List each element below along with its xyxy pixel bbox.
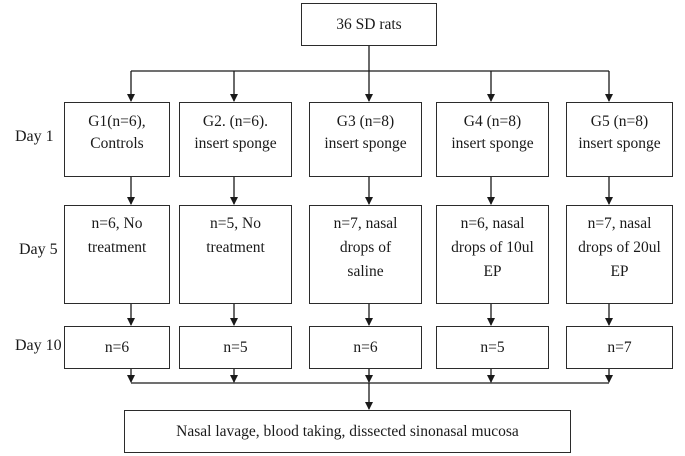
g4-day1-line2: insert sponge — [451, 134, 534, 152]
g5-day5-line2: drops of 20ul — [578, 239, 661, 257]
g3-day1-line1: G3 (n=8) — [336, 113, 395, 130]
g2-day1-line2: insert sponge — [194, 134, 277, 152]
g2-day10-box: n=5 — [179, 326, 292, 369]
final-box: Nasal lavage, blood taking, dissected si… — [124, 410, 571, 453]
g3-day1-line2: insert sponge — [324, 134, 407, 152]
g1-day10-box: n=6 — [64, 326, 170, 369]
g5-day5-line3: EP — [610, 263, 629, 281]
g2-day1-box: G2. (n=6). insert sponge — [179, 102, 292, 177]
g5-day5-box: n=7, nasal drops of 20ul EP — [566, 205, 673, 304]
g2-day10-label: n=5 — [223, 338, 248, 356]
g2-day5-box: n=5, No treatment — [179, 205, 292, 304]
g1-day5-box: n=6, No treatment — [64, 205, 170, 304]
day-label-5: Day 5 — [19, 241, 58, 258]
g4-day1-box: G4 (n=8) insert sponge — [436, 102, 549, 177]
g3-day10-label: n=6 — [353, 338, 378, 356]
final-label: Nasal lavage, blood taking, dissected si… — [176, 422, 519, 440]
g1-day1-line1: G1(n=6), — [88, 113, 146, 130]
g3-day5-line3: saline — [347, 263, 384, 281]
g5-day1-line1: G5 (n=8) — [590, 113, 649, 130]
g3-day5-box: n=7, nasal drops of saline — [309, 205, 422, 304]
g1-day10-label: n=6 — [104, 338, 130, 356]
g4-day5-box: n=6, nasal drops of 10ul EP — [436, 205, 549, 304]
g4-day5-line1: n=6, nasal — [460, 215, 525, 232]
g3-day5-line2: drops of — [339, 239, 392, 257]
root-label: 36 SD rats — [336, 15, 402, 33]
g5-day1-box: G5 (n=8) insert sponge — [566, 102, 673, 177]
g4-day5-line3: EP — [483, 263, 502, 281]
g2-day5-line2: treatment — [206, 239, 265, 257]
root-box: 36 SD rats — [301, 3, 437, 46]
g1-day1-box: G1(n=6), Controls — [64, 102, 170, 177]
g4-day10-label: n=5 — [480, 338, 505, 356]
g4-day5-line2: drops of 10ul — [451, 239, 534, 257]
g2-day1-line1: G2. (n=6). — [202, 113, 269, 130]
g1-day5-line1: n=6, No — [91, 215, 143, 232]
g4-day1-line1: G4 (n=8) — [463, 113, 522, 130]
g4-day10-box: n=5 — [436, 326, 549, 369]
day-label-1: Day 1 — [15, 128, 54, 145]
g2-day5-line1: n=5, No — [210, 215, 261, 232]
g3-day10-box: n=6 — [309, 326, 422, 369]
g5-day10-box: n=7 — [566, 326, 673, 369]
g3-day5-line1: n=7, nasal — [333, 215, 398, 232]
day-label-10: Day 10 — [15, 337, 62, 354]
g1-day1-line2: Controls — [90, 134, 144, 152]
g1-day5-line2: treatment — [87, 239, 147, 257]
g5-day5-line1: n=7, nasal — [587, 215, 652, 232]
g3-day1-box: G3 (n=8) insert sponge — [309, 102, 422, 177]
g5-day10-label: n=7 — [607, 338, 632, 356]
g5-day1-line2: insert sponge — [578, 134, 661, 152]
